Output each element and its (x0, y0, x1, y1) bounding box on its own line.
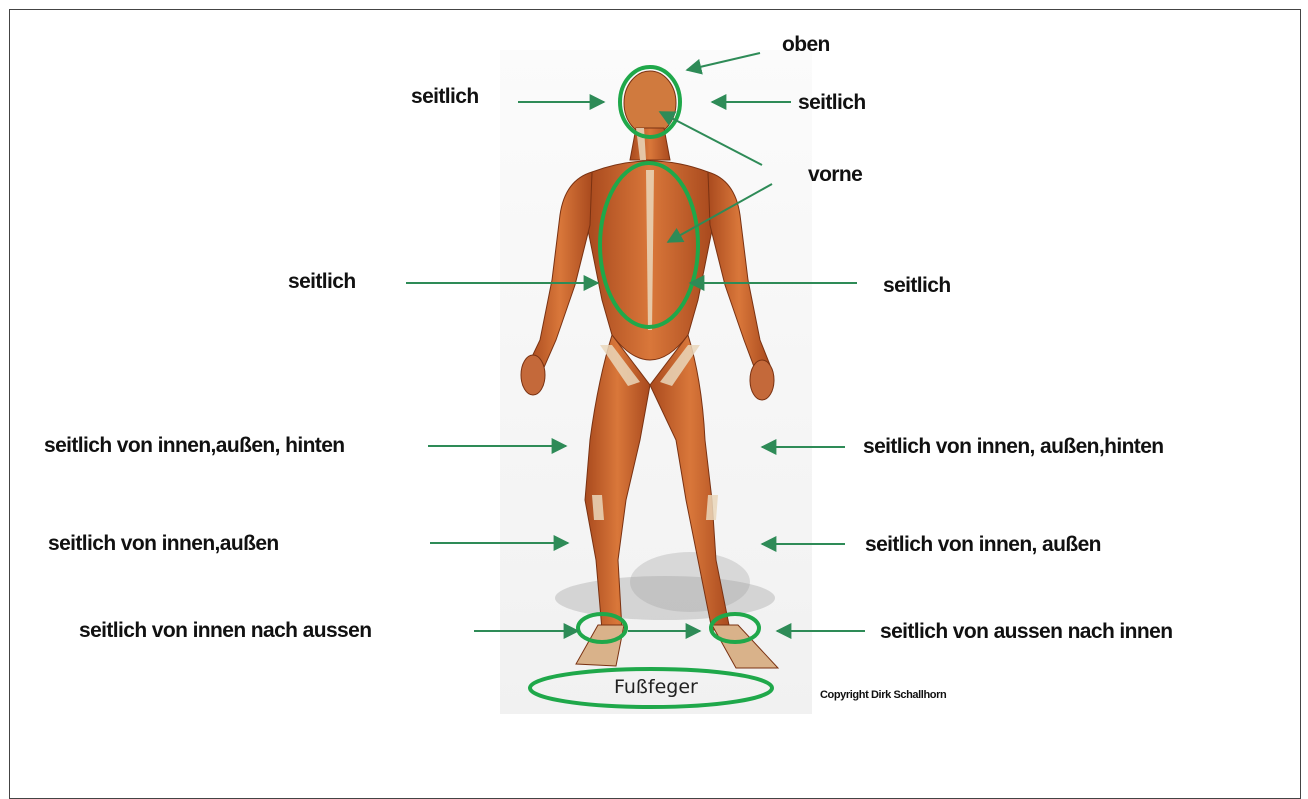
arrow-vorne-face (660, 112, 762, 165)
label-oben: oben (782, 34, 830, 55)
label-ankle-left: seitlich von innen nach aussen (79, 620, 371, 641)
label-shin-right: seitlich von innen, außen (865, 534, 1101, 555)
copyright-text: Copyright Dirk Schallhorn (820, 689, 946, 701)
label-thigh-right: seitlich von innen, außen,hinten (863, 436, 1164, 457)
label-thigh-left: seitlich von innen,außen, hinten (44, 435, 345, 456)
right-hand (750, 360, 774, 400)
left-hand (521, 355, 545, 395)
label-vorne: vorne (808, 164, 862, 185)
label-shin-left: seitlich von innen,außen (48, 533, 279, 554)
right-foot (712, 625, 778, 668)
label-head-right: seitlich (798, 92, 866, 113)
left-foot (576, 625, 624, 666)
label-torso-left: seitlich (288, 271, 356, 292)
label-head-left: seitlich (411, 86, 479, 107)
arrow-oben (687, 53, 760, 70)
floor-shadow (555, 552, 775, 620)
head (624, 71, 676, 135)
left-arm (528, 172, 592, 372)
label-ankle-right: seitlich von aussen nach innen (880, 621, 1172, 642)
label-torso-right: seitlich (883, 275, 951, 296)
label-fussfeger: Fußfeger (614, 676, 698, 698)
